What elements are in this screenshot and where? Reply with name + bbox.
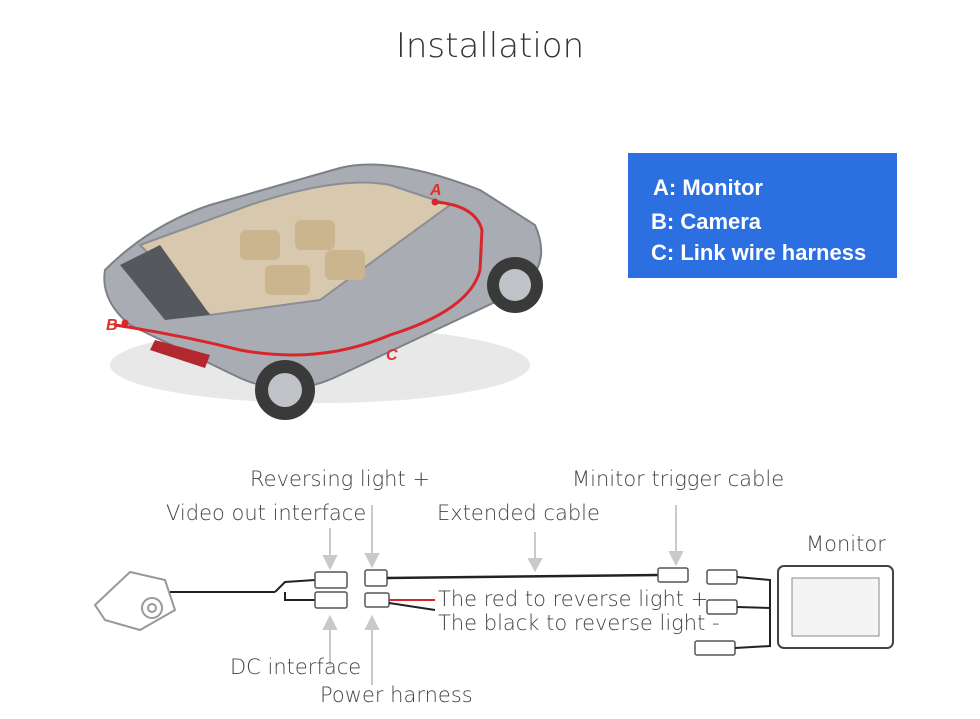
marker-c: C: [386, 347, 398, 364]
legend-box: A: Monitor B: Camera C: Link wire harnes…: [628, 153, 897, 278]
legend-monitor: A: Monitor: [653, 175, 763, 200]
label-red-wire: The red to reverse light +: [438, 587, 709, 611]
monitor-icon: [777, 565, 894, 649]
marker-a: A: [429, 182, 442, 199]
page-title: Installation: [395, 26, 585, 66]
car-illustration: A B C: [103, 163, 543, 420]
label-video-out: Video out interface: [166, 501, 367, 525]
power-harness-connector: [364, 569, 390, 608]
label-monitor: Monitor: [806, 532, 886, 556]
legend-harness: C: Link wire harness: [651, 240, 867, 265]
label-reversing-light: Reversing light +: [250, 467, 430, 491]
wiring-diagram: [93, 505, 894, 685]
label-black-wire: The black to reverse light -: [438, 611, 720, 635]
label-dc-interface: DC interface: [230, 655, 362, 679]
label-extended-cable: Extended cable: [437, 501, 600, 525]
marker-b: B: [106, 317, 118, 334]
camera-icon: [93, 570, 177, 632]
label-power-harness: Power harness: [320, 683, 473, 707]
legend-camera: B: Camera: [651, 209, 762, 234]
video-out-connector: [314, 571, 348, 609]
label-monitor-trigger: Minitor trigger cable: [572, 467, 785, 491]
